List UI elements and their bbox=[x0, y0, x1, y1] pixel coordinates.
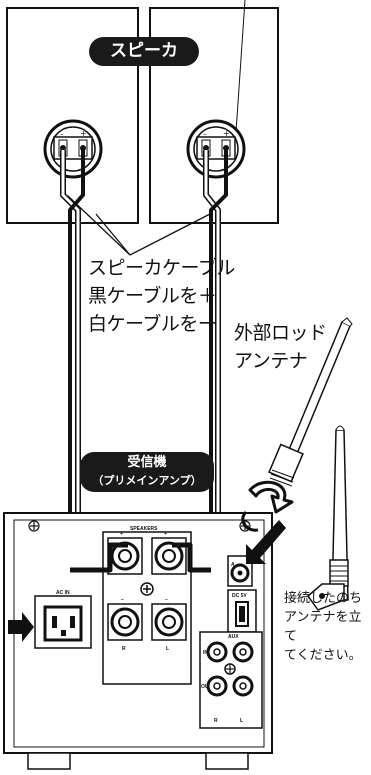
receiver-label-line-1: 受信機 bbox=[127, 455, 167, 470]
svg-text:–: – bbox=[203, 130, 207, 138]
instruction-line-3: てください。 bbox=[284, 648, 362, 663]
receiver-foot-left bbox=[27, 752, 71, 770]
svg-text:–: – bbox=[165, 597, 168, 603]
instruction-line-2: アンテナを立て bbox=[284, 610, 362, 644]
receiver-label: 受信機 （プリメインアンプ） bbox=[80, 452, 214, 492]
svg-text:L: L bbox=[240, 718, 243, 724]
cable-note-line-1: スピーカケーブル bbox=[88, 257, 235, 279]
svg-text:SPEAKERS: SPEAKERS bbox=[130, 526, 158, 532]
rotate-arrow-icon bbox=[241, 480, 294, 532]
svg-text:–: – bbox=[121, 597, 124, 603]
rod-antenna-erected bbox=[306, 425, 349, 611]
svg-text:AC IN: AC IN bbox=[56, 590, 70, 596]
svg-text:IN: IN bbox=[203, 650, 208, 656]
svg-text:+: + bbox=[223, 129, 230, 138]
dc-port: DC 5V bbox=[227, 589, 257, 633]
svg-text:OUT: OUT bbox=[201, 684, 212, 690]
ac-inlet: AC IN bbox=[34, 590, 92, 649]
svg-text:+: + bbox=[120, 531, 123, 537]
left-speaker-terminal: – + bbox=[43, 119, 103, 179]
rod-antenna-upper bbox=[268, 317, 353, 487]
antenna-label: 外部ロッド アンテナ bbox=[234, 322, 327, 373]
svg-text:R: R bbox=[122, 646, 126, 652]
insert-arrow-icon bbox=[246, 520, 286, 564]
speaker-cable-note: スピーカケーブル 黒ケーブルを＋ 白ケーブルをー bbox=[88, 257, 235, 336]
cable-note-line-2: 黒ケーブルを＋ bbox=[88, 284, 217, 307]
right-speaker-terminal: – + bbox=[186, 119, 246, 179]
svg-text:+: + bbox=[164, 531, 167, 537]
antenna-jack: A bbox=[227, 555, 253, 587]
cable-callout-lines bbox=[67, 195, 211, 256]
right-arrow-icon bbox=[8, 612, 34, 642]
receiver-speaker-terminals: SPEAKERS + + – – R L bbox=[102, 526, 192, 685]
antenna-instruction: 接続したのち アンテナを立て てください。 bbox=[284, 589, 371, 665]
pointer-line bbox=[235, 0, 246, 133]
aux-block: AUX IN OUT R L bbox=[199, 631, 263, 729]
svg-text:R: R bbox=[214, 718, 218, 724]
receiver-label-line-2: （プリメインアンプ） bbox=[92, 474, 202, 487]
speaker-label: スピーカ bbox=[89, 37, 199, 66]
antenna-label-line-1: 外部ロッド bbox=[234, 322, 327, 344]
cable-note-line-3: 白ケーブルをー bbox=[88, 312, 217, 335]
antenna-label-line-2: アンテナ bbox=[234, 349, 308, 372]
svg-text:DC 5V: DC 5V bbox=[232, 593, 247, 599]
svg-text:+: + bbox=[80, 129, 87, 138]
svg-text:AUX: AUX bbox=[228, 634, 239, 640]
instruction-line-1: 接続したのち bbox=[284, 591, 363, 606]
svg-text:L: L bbox=[166, 646, 169, 652]
svg-text:–: – bbox=[60, 130, 64, 138]
svg-text:A: A bbox=[231, 562, 235, 568]
receiver-foot-right bbox=[205, 752, 249, 770]
